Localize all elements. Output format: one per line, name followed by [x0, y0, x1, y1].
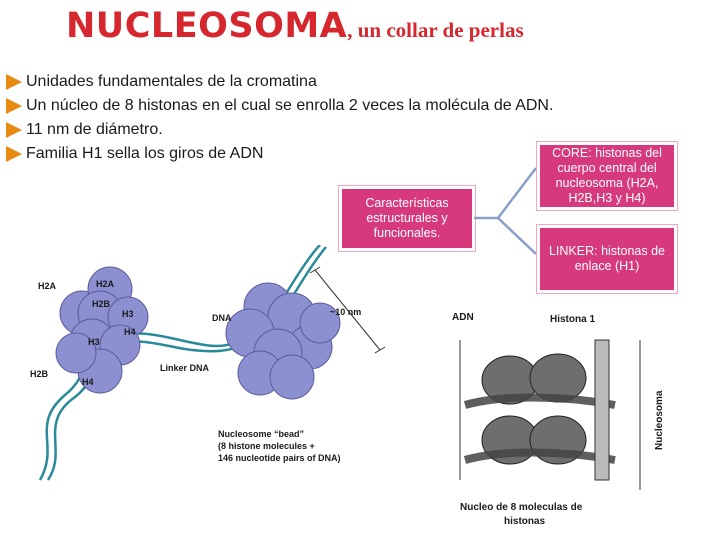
caption2-line-2: histonas: [504, 516, 546, 527]
bullet-text: Un núcleo de 8 histonas en el cual se en…: [26, 97, 554, 114]
page-title: NUCLEOSOMA, un collar de perlas: [66, 6, 524, 46]
title-main: NUCLEOSOMA: [66, 6, 348, 46]
bullet-text: 11 nm de diámetro.: [26, 121, 163, 138]
concept-main-box: Características estructurales y funciona…: [338, 185, 476, 252]
label-size: ~10 nm: [330, 307, 361, 317]
bullet-arrow-icon: [6, 98, 22, 114]
histone-octamer-left: [55, 266, 149, 394]
bullet-arrow-icon: [6, 122, 22, 138]
label-h2b-outer: H2B: [30, 369, 49, 379]
caption-line-1: Nucleosome “bead”: [218, 429, 304, 439]
label-nucleosoma: Nucleosoma: [654, 390, 665, 450]
bullet-item: Unidades fundamentales de la cromatina: [4, 70, 553, 94]
bullet-item: Un núcleo de 8 histonas en el cual se en…: [4, 94, 553, 118]
concept-core-text: CORE: histonas del cuerpo central del nu…: [552, 146, 662, 205]
concept-linker-box: LINKER: histonas de enlace (H1): [536, 224, 678, 294]
bullet-arrow-icon: [6, 146, 22, 162]
caption2-line-1: Nucleo de 8 moleculas de: [460, 502, 583, 513]
concept-core-box: CORE: histonas del cuerpo central del nu…: [536, 141, 678, 211]
histone-1-rod: [594, 339, 610, 481]
label-histona: Histona 1: [550, 314, 595, 325]
label-h3-right: H3: [122, 309, 134, 319]
nucleosome-diagram: H2A H2A H2B H3 H4 H3 H2B H4 DNA Linker D…: [30, 245, 386, 481]
histone-core-gray: [481, 353, 587, 465]
label-linker-dna: Linker DNA: [160, 363, 210, 373]
concept-linker-text: LINKER: histonas de enlace (H1): [548, 244, 666, 273]
bullet-list: Unidades fundamentales de la cromatina U…: [4, 70, 553, 166]
bullet-text: Familia H1 sella los giros de ADN: [26, 145, 264, 162]
label-h2a: H2A: [96, 279, 115, 289]
caption-line-3: 146 nucleotide pairs of DNA): [218, 453, 341, 463]
label-h4-right: H4: [124, 327, 136, 337]
size-indicator: [309, 266, 386, 354]
bullet-item: Familia H1 sella los giros de ADN: [4, 142, 553, 166]
concept-connector: [474, 167, 537, 255]
histone-octamer-right: [225, 282, 341, 400]
label-h4: H4: [82, 377, 94, 387]
bullet-text: Unidades fundamentales de la cromatina: [26, 73, 317, 90]
concept-main-text: Características estructurales y funciona…: [365, 196, 449, 240]
bullet-item: 11 nm de diámetro.: [4, 118, 553, 142]
title-sub: , un collar de perlas: [347, 18, 524, 42]
nucleosome-grayscale-diagram: ADN Histona 1 Nucleosoma Nucleo de 8 mol…: [452, 312, 665, 527]
label-h2a-outer: H2A: [38, 281, 57, 291]
label-h3: H3: [88, 337, 100, 347]
bullet-arrow-icon: [6, 74, 22, 90]
caption-line-2: (8 histone molecules +: [218, 441, 315, 451]
label-dna: DNA: [212, 313, 232, 323]
label-h2b: H2B: [92, 299, 111, 309]
label-adn: ADN: [452, 312, 474, 323]
